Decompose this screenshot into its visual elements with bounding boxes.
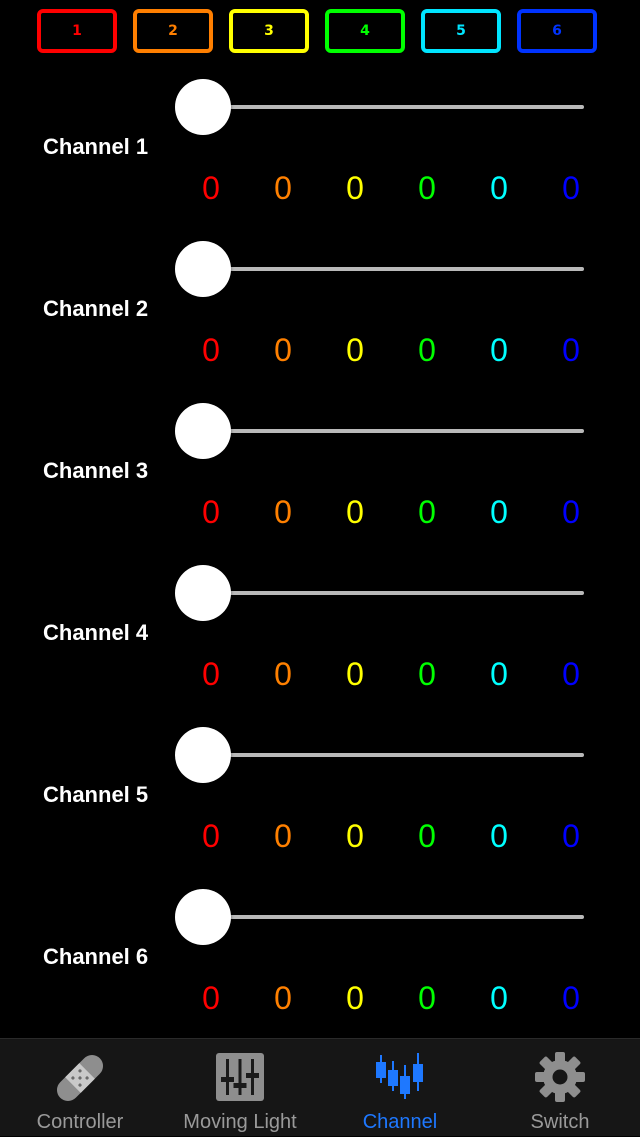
group-button-1[interactable]: 1 [37, 9, 117, 53]
channel-value-5: 0 [490, 818, 508, 854]
channel-value-6: 0 [562, 656, 580, 692]
channel-value-5: 0 [490, 980, 508, 1016]
group-button-4[interactable]: 4 [325, 9, 405, 53]
tab-label: Channel [362, 1111, 438, 1133]
channel-label: Channel 4 [43, 620, 149, 645]
tab-label: Controller [36, 1111, 124, 1133]
channel-value-2: 0 [274, 332, 292, 368]
channel-value-5: 0 [490, 170, 508, 206]
bandage-icon [56, 1054, 104, 1102]
channel-slider-thumb[interactable] [175, 79, 231, 135]
channel-value-6: 0 [562, 170, 580, 206]
channel-slider-thumb[interactable] [175, 403, 231, 459]
channel-label: Channel 6 [43, 944, 149, 969]
channel-slider-thumb[interactable] [175, 565, 231, 621]
channel-value-3: 0 [346, 494, 364, 530]
group-button-5[interactable]: 5 [421, 9, 501, 53]
channel-label: Channel 3 [43, 458, 149, 483]
channel-value-4: 0 [418, 980, 436, 1016]
channel-row: Channel 6 0 0 0 0 0 0 [0, 810, 640, 1016]
channel-slider-track[interactable] [200, 591, 584, 595]
tab-switch[interactable]: Switch [480, 1039, 640, 1137]
channel-value-4: 0 [418, 818, 436, 854]
channel-value-4: 0 [418, 494, 436, 530]
channel-value-3: 0 [346, 818, 364, 854]
channel-row: Channel 1 0 0 0 0 0 0 [0, 0, 640, 206]
channel-slider-thumb[interactable] [175, 889, 231, 945]
gear-icon [535, 1052, 585, 1102]
group-button-2[interactable]: 2 [133, 9, 213, 53]
channel-value-6: 0 [562, 494, 580, 530]
channel-slider-thumb[interactable] [175, 727, 231, 783]
channel-value-3: 0 [346, 656, 364, 692]
group-button-6[interactable]: 6 [517, 9, 597, 53]
channel-slider-track[interactable] [200, 429, 584, 433]
channel-value-2: 0 [274, 818, 292, 854]
channel-row: Channel 5 0 0 0 0 0 0 [0, 648, 640, 854]
channel-value-3: 0 [346, 170, 364, 206]
channel-slider-thumb[interactable] [175, 241, 231, 297]
candlestick-chart-icon [376, 1053, 423, 1099]
channel-value-2: 0 [274, 656, 292, 692]
channel-value-6: 0 [562, 818, 580, 854]
channel-slider-track[interactable] [200, 915, 584, 919]
mixer-sliders-icon [216, 1053, 264, 1101]
channel-value-1: 0 [202, 170, 220, 206]
channel-value-4: 0 [418, 656, 436, 692]
channel-value-1: 0 [202, 818, 220, 854]
channel-value-2: 0 [274, 980, 292, 1016]
tab-channel[interactable]: Channel [320, 1039, 480, 1137]
channel-value-3: 0 [346, 980, 364, 1016]
tab-label: Switch [530, 1111, 590, 1133]
tab-controller[interactable]: Controller [0, 1039, 160, 1137]
channel-slider-track[interactable] [200, 753, 584, 757]
channel-slider-track[interactable] [200, 267, 584, 271]
channel-row: Channel 3 0 0 0 0 0 0 [0, 324, 640, 530]
channel-value-2: 0 [274, 494, 292, 530]
channel-value-4: 0 [418, 170, 436, 206]
channel-value-3: 0 [346, 332, 364, 368]
channel-label: Channel 1 [43, 134, 149, 159]
channel-value-2: 0 [274, 170, 292, 206]
group-button-bar: 1 2 3 4 5 6 [0, 0, 640, 64]
channel-value-1: 0 [202, 656, 220, 692]
channel-value-1: 0 [202, 980, 220, 1016]
tab-label: Moving Light [183, 1111, 297, 1133]
channel-value-5: 0 [490, 656, 508, 692]
channel-row: Channel 4 0 0 0 0 0 0 [0, 486, 640, 692]
channel-value-4: 0 [418, 332, 436, 368]
channel-value-5: 0 [490, 332, 508, 368]
channel-label: Channel 2 [43, 296, 149, 321]
channel-value-1: 0 [202, 332, 220, 368]
channel-value-5: 0 [490, 494, 508, 530]
tab-bar: Controller Moving Light C [0, 1038, 640, 1136]
channel-label: Channel 5 [43, 782, 149, 807]
channel-value-6: 0 [562, 332, 580, 368]
channel-value-1: 0 [202, 494, 220, 530]
channel-row: Channel 2 0 0 0 0 0 0 [0, 162, 640, 368]
tab-moving-light[interactable]: Moving Light [160, 1039, 320, 1137]
group-button-3[interactable]: 3 [229, 9, 309, 53]
channel-slider-track[interactable] [200, 105, 584, 109]
channel-value-6: 0 [562, 980, 580, 1016]
